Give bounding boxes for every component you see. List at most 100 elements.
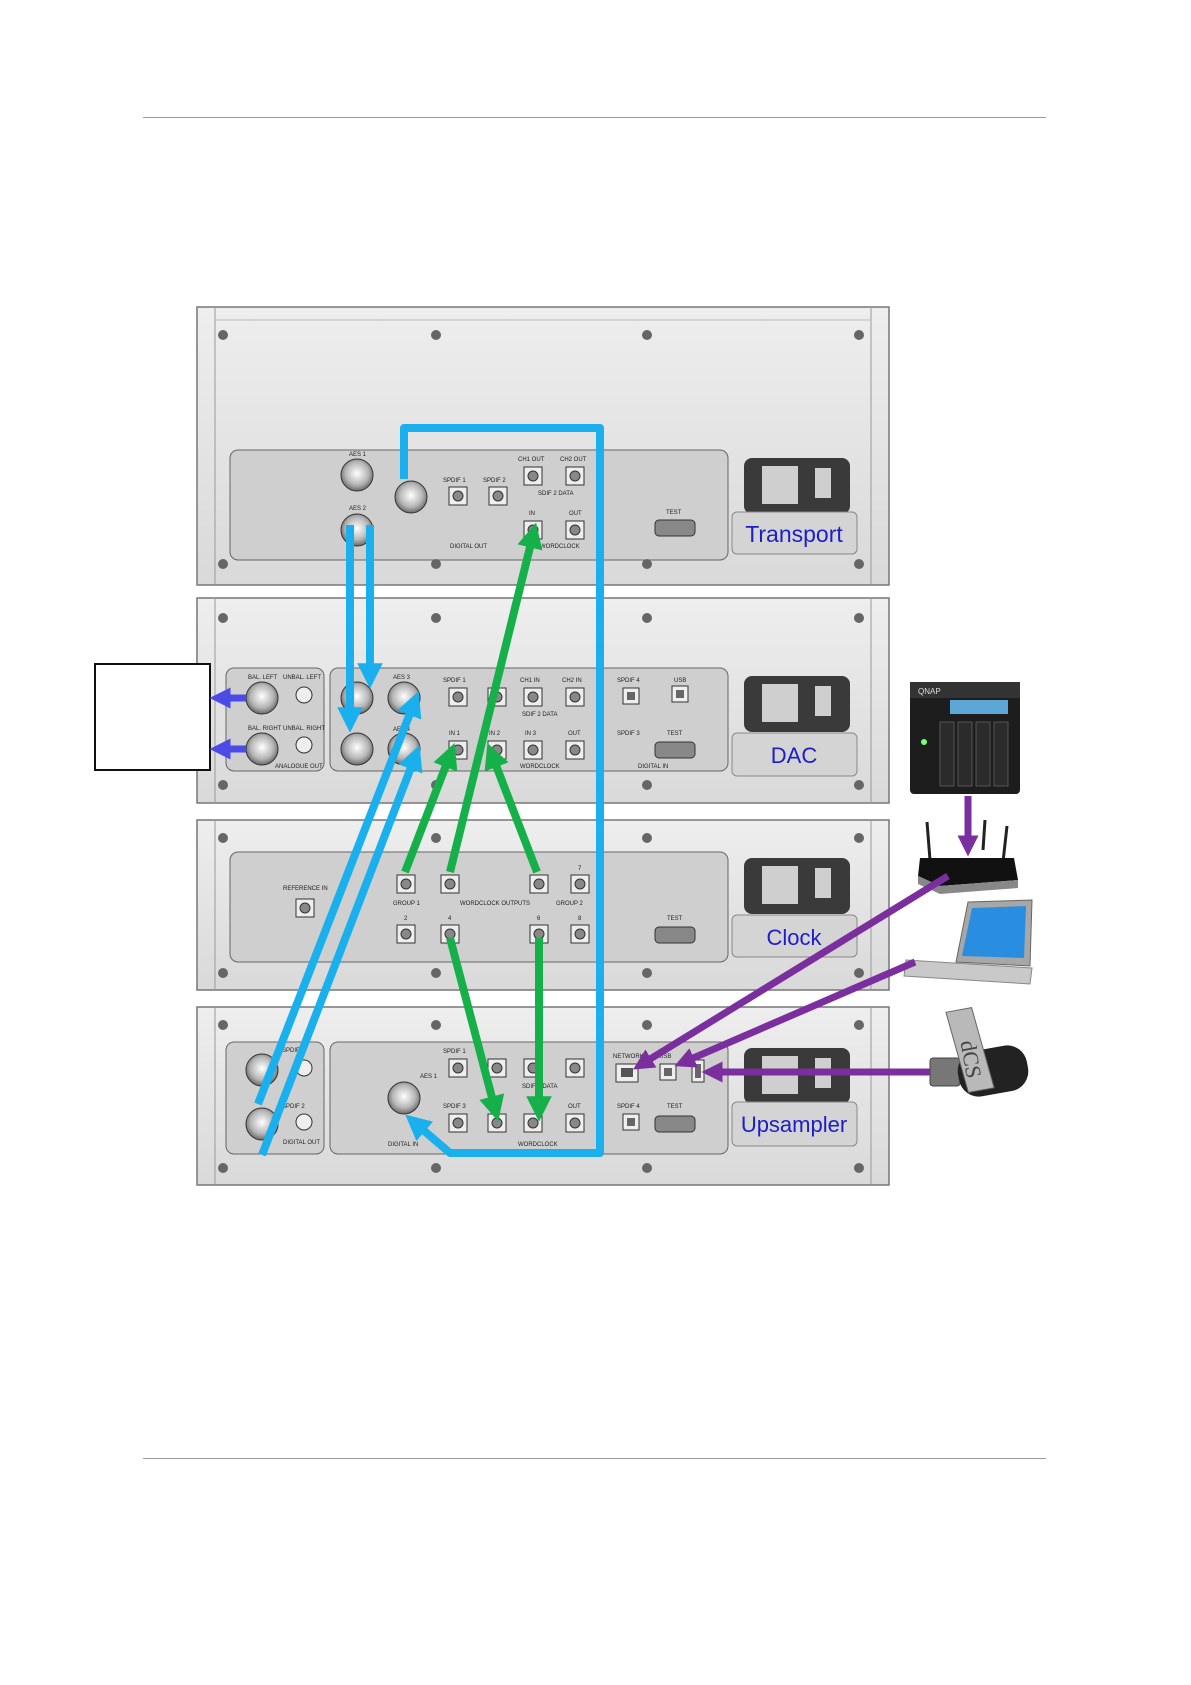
- svg-text:CH1 OUT: CH1 OUT: [518, 457, 545, 463]
- svg-text:Upsampler: Upsampler: [741, 1112, 847, 1137]
- svg-text:TEST: TEST: [667, 731, 683, 737]
- svg-text:SDIF 2 DATA: SDIF 2 DATA: [522, 712, 557, 718]
- svg-text:4: 4: [448, 916, 452, 922]
- svg-text:SPDIF 3: SPDIF 3: [617, 731, 640, 737]
- svg-text:DIGITAL IN: DIGITAL IN: [638, 764, 668, 770]
- svg-text:IN 1: IN 1: [449, 731, 461, 737]
- screw-icon: [218, 833, 864, 978]
- digital-audio-cables: [254, 424, 604, 1157]
- wordclock-cables: [401, 522, 552, 1122]
- svg-text:WORDCLOCK: WORDCLOCK: [518, 1142, 558, 1148]
- clock-to-transport-wc: [446, 522, 543, 873]
- transport-label-box: Transport: [731, 511, 858, 555]
- power-inlet-icon: [744, 676, 850, 732]
- svg-text:NETWORK: NETWORK: [613, 1054, 644, 1060]
- svg-text:Transport: Transport: [745, 521, 843, 547]
- svg-text:SDIF 2 DATA: SDIF 2 DATA: [538, 491, 573, 497]
- svg-text:2: 2: [404, 916, 408, 922]
- svg-text:DAC: DAC: [771, 743, 818, 768]
- svg-text:TEST: TEST: [667, 1104, 683, 1110]
- usb-stick-icon: dCS: [929, 1007, 1029, 1097]
- network-cables: [633, 796, 979, 1083]
- svg-text:IN 3: IN 3: [525, 731, 537, 737]
- svg-text:BAL. RIGHT: BAL. RIGHT: [248, 726, 282, 732]
- screw-icon: [218, 613, 864, 790]
- svg-text:REFERENCE IN: REFERENCE IN: [283, 886, 328, 892]
- svg-text:AES 3: AES 3: [393, 675, 411, 681]
- svg-text:8: 8: [578, 916, 582, 922]
- clock-dac-in2: [484, 743, 541, 874]
- svg-text:AES 2: AES 2: [349, 506, 367, 512]
- svg-text:BAL. LEFT: BAL. LEFT: [248, 675, 278, 681]
- svg-text:SPDIF 1: SPDIF 1: [443, 478, 466, 484]
- rca-connector-icon: [295, 686, 313, 754]
- svg-text:CH2 OUT: CH2 OUT: [560, 457, 587, 463]
- dac-label-box: DAC: [731, 732, 858, 777]
- nas-drive-icon: QNAP: [910, 682, 1020, 794]
- svg-text:7: 7: [578, 866, 582, 872]
- clock-to-dac-in1: [401, 743, 458, 874]
- svg-text:OUT: OUT: [568, 1104, 581, 1110]
- svg-text:AES 1: AES 1: [349, 452, 367, 458]
- svg-text:DIGITAL IN: DIGITAL IN: [388, 1142, 418, 1148]
- svg-text:DIGITAL OUT: DIGITAL OUT: [283, 1140, 320, 1146]
- svg-text:AES 1: AES 1: [420, 1074, 438, 1080]
- bottom-rule: [143, 1458, 1046, 1459]
- svg-text:IN 2: IN 2: [489, 731, 501, 737]
- network-port-icon: [615, 1063, 639, 1083]
- svg-text:ANALOGUE OUT: ANALOGUE OUT: [275, 764, 323, 770]
- transport-aes-loop: [400, 424, 604, 1157]
- power-inlet-icon: [744, 458, 850, 514]
- clock-to-upsampler-wc: [446, 936, 505, 1122]
- upsampler-out-to-dac-aes3: [254, 691, 422, 1106]
- laptop-icon: [903, 899, 1033, 985]
- laptop-to-usb: [674, 958, 917, 1068]
- svg-text:Clock: Clock: [766, 925, 822, 950]
- svg-text:6: 6: [537, 916, 541, 922]
- transport-unit: Transport AES 1 AES 2 SPDIF 1 SPDIF 2 CH…: [196, 306, 890, 586]
- dac-unit: DAC BAL. LEFT BAL. RIGHT UNBAL. LEFT UNB…: [196, 597, 890, 804]
- amplifier-box: [94, 663, 211, 771]
- svg-text:DIGITAL OUT: DIGITAL OUT: [450, 544, 487, 550]
- test-port-icon: [654, 741, 696, 759]
- power-inlet-icon: [744, 1048, 850, 1104]
- svg-text:USB: USB: [674, 678, 686, 684]
- svg-text:UNBAL. LEFT: UNBAL. LEFT: [283, 675, 321, 681]
- usb-port-icon: [622, 1059, 705, 1131]
- svg-text:GROUP 2: GROUP 2: [556, 901, 584, 907]
- svg-text:TEST: TEST: [666, 510, 682, 516]
- svg-text:QNAP: QNAP: [918, 687, 941, 696]
- svg-text:SPDIF 1: SPDIF 1: [282, 1048, 305, 1054]
- svg-text:SPDIF 2: SPDIF 2: [483, 478, 506, 484]
- svg-text:WORDCLOCK: WORDCLOCK: [520, 764, 560, 770]
- analogue-out-arrows: [209, 687, 246, 760]
- svg-text:UNBAL. RIGHT: UNBAL. RIGHT: [283, 726, 325, 732]
- upsampler-out-to-dac-aes4: [258, 745, 423, 1157]
- svg-text:IN: IN: [529, 511, 535, 517]
- svg-text:SPDIF 2: SPDIF 2: [282, 1104, 305, 1110]
- svg-text:GROUP 1: GROUP 1: [393, 901, 421, 907]
- upsampler-label-box: Upsampler: [731, 1101, 858, 1147]
- svg-text:OUT: OUT: [569, 511, 582, 517]
- usb-port-icon: [622, 685, 689, 705]
- svg-text:SPDIF 3: SPDIF 3: [443, 1104, 466, 1110]
- svg-text:WORDCLOCK: WORDCLOCK: [540, 544, 580, 550]
- test-port-icon: [654, 519, 696, 537]
- svg-text:OUT: OUT: [568, 731, 581, 737]
- svg-text:SPDIF 4: SPDIF 4: [617, 1104, 640, 1110]
- bnc-connector-icon: [295, 874, 590, 944]
- test-port-icon: [654, 1115, 696, 1133]
- svg-text:CH2 IN: CH2 IN: [562, 678, 582, 684]
- test-port-icon: [654, 926, 696, 944]
- svg-text:CH1 IN: CH1 IN: [520, 678, 540, 684]
- svg-text:SPDIF 4: SPDIF 4: [617, 678, 640, 684]
- screw-icon: [218, 1020, 864, 1173]
- screw-icon: [218, 330, 864, 569]
- svg-text:WORDCLOCK OUTPUTS: WORDCLOCK OUTPUTS: [460, 901, 530, 907]
- power-inlet-icon: [744, 858, 850, 914]
- top-rule: [143, 117, 1046, 118]
- svg-text:SPDIF 1: SPDIF 1: [443, 1049, 466, 1055]
- router-to-network: [633, 873, 950, 1070]
- svg-text:SPDIF 1: SPDIF 1: [443, 678, 466, 684]
